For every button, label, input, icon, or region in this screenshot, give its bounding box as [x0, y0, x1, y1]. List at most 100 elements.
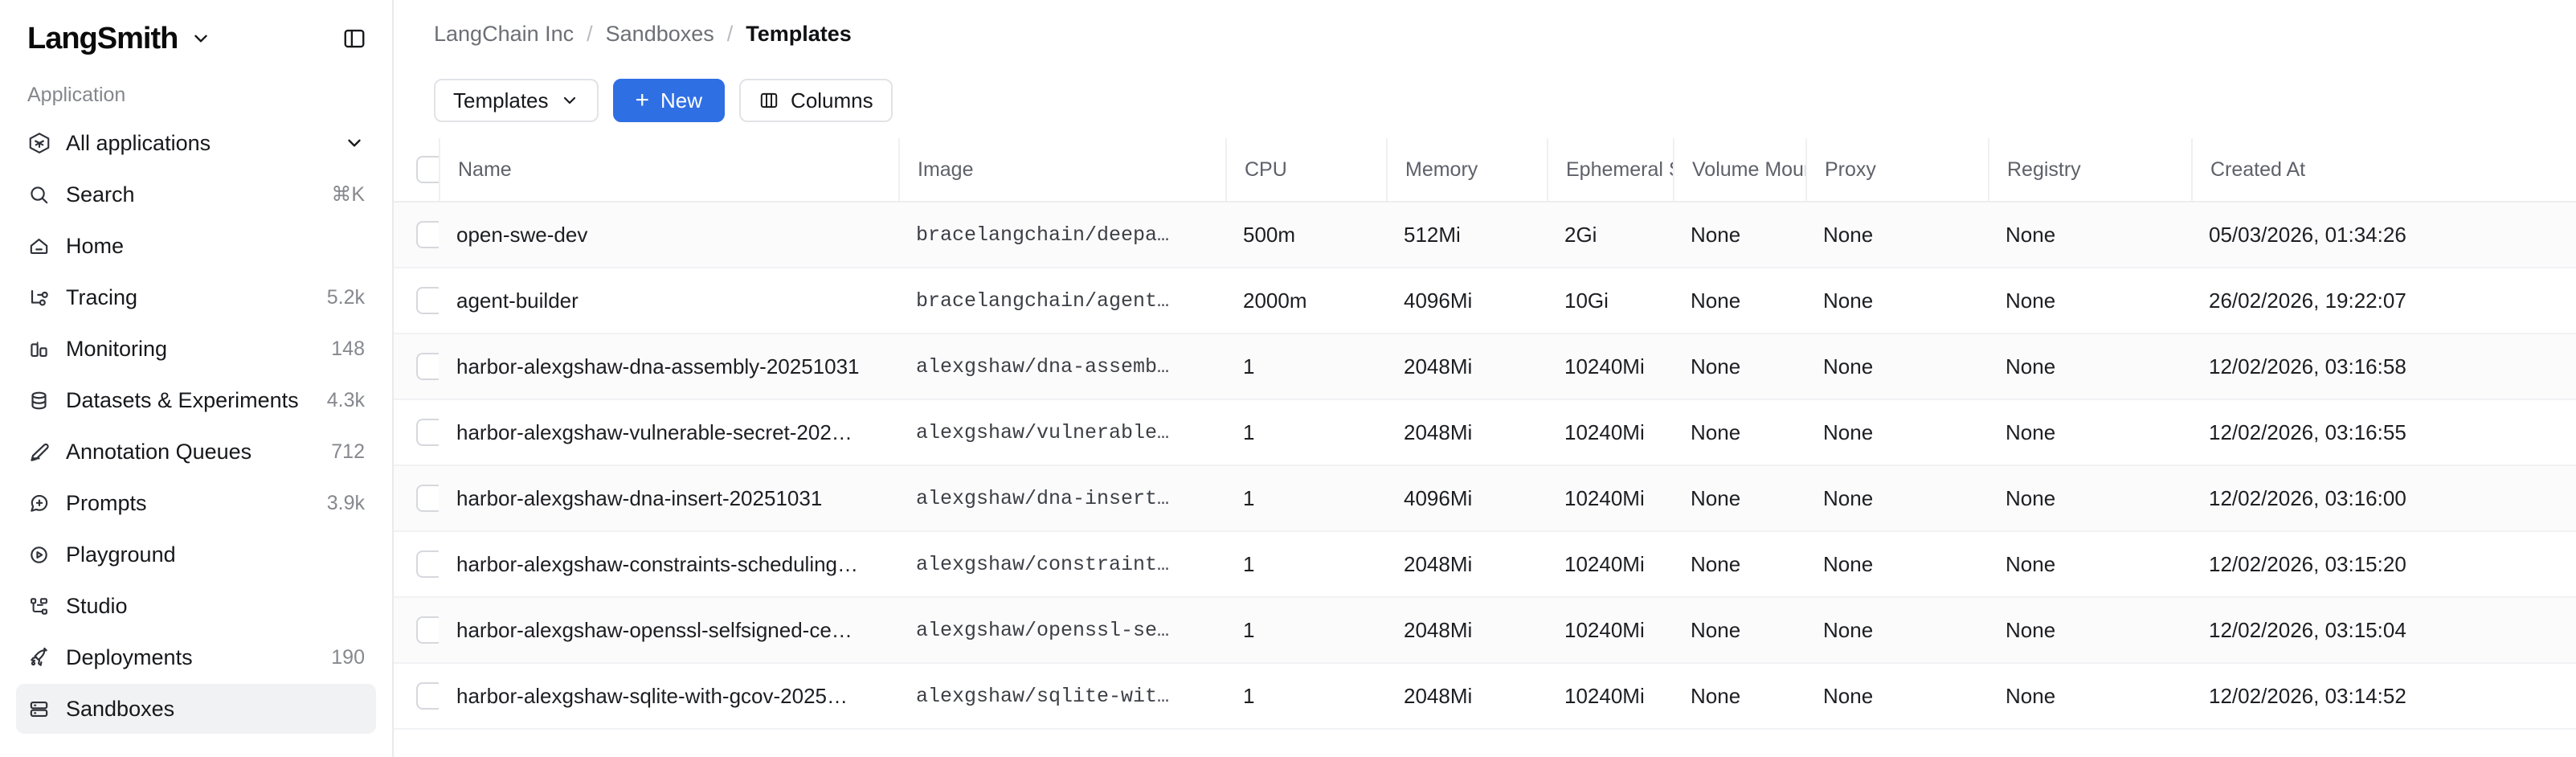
sidebar-item-label: Playground: [66, 542, 176, 567]
breadcrumb-item-sandboxes[interactable]: Sandboxes: [605, 21, 714, 46]
cell-volume-mounts: None: [1691, 551, 1741, 576]
cell-proxy: None: [1823, 683, 1874, 708]
cell-registry: None: [2006, 288, 2056, 313]
columns-icon: [758, 90, 779, 111]
sidebar-item-prompts[interactable]: Prompts 3.9k: [16, 478, 376, 528]
cell-memory: 2048Mi: [1404, 683, 1473, 708]
row-checkbox-cell: [394, 268, 439, 333]
cell-registry: None: [2006, 419, 2056, 444]
chevron-down-icon[interactable]: [190, 28, 211, 49]
cell-name: harbor-alexgshaw-dna-assembly-20251031: [456, 354, 860, 378]
breadcrumb-separator: /: [726, 21, 734, 46]
sidebar-item-label: Datasets & Experiments: [66, 387, 299, 412]
column-header-memory[interactable]: Memory: [1386, 138, 1547, 201]
column-header-ephemeral-storage[interactable]: Ephemeral Storage: [1547, 138, 1673, 201]
cell-image: bracelangchain/deepa…: [916, 223, 1170, 247]
sidebar-item-annotation-queues[interactable]: Annotation Queues 712: [16, 427, 376, 477]
row-checkbox[interactable]: [416, 221, 439, 248]
sidebar-item-label: Annotation Queues: [66, 439, 252, 464]
row-checkbox-cell: [394, 203, 439, 267]
row-checkbox[interactable]: [416, 287, 439, 314]
row-checkbox[interactable]: [416, 550, 439, 578]
table-row[interactable]: harbor-alexgshaw-constraints-scheduling……: [394, 532, 2576, 598]
main-content: LangChain Inc / Sandboxes / Templates Te…: [394, 0, 2576, 757]
sidebar-item-label: Prompts: [66, 490, 147, 515]
cell-volume-mounts: None: [1691, 683, 1741, 708]
column-header-registry[interactable]: Registry: [1988, 138, 2191, 201]
sidebar-item-deployments[interactable]: Deployments 190: [16, 632, 376, 682]
sidebar-item-tracing[interactable]: Tracing 5.2k: [16, 272, 376, 322]
cell-ephemeral-storage: 10240Mi: [1564, 617, 1645, 642]
cell-proxy: None: [1823, 551, 1874, 576]
cell-created-at: 12/02/2026, 03:15:20: [2209, 551, 2406, 576]
column-header-image[interactable]: Image: [898, 138, 1225, 201]
cell-ephemeral-storage: 10240Mi: [1564, 485, 1645, 510]
templates-scope-dropdown[interactable]: Templates: [434, 79, 599, 122]
cell-proxy: None: [1823, 222, 1874, 247]
chevron-down-icon[interactable]: [344, 133, 365, 153]
cell-cpu: 1: [1243, 617, 1255, 642]
cell-name: harbor-alexgshaw-sqlite-with-gcov-2025…: [456, 683, 848, 708]
sidebar-item-studio[interactable]: Studio: [16, 581, 376, 631]
table-row[interactable]: harbor-alexgshaw-vulnerable-secret-202… …: [394, 400, 2576, 466]
chevron-down-icon: [560, 91, 579, 110]
row-checkbox[interactable]: [416, 616, 439, 644]
sidebar-item-playground[interactable]: Playground: [16, 530, 376, 579]
sidebar-item-all-applications[interactable]: All applications: [16, 118, 376, 168]
cell-ephemeral-storage: 10Gi: [1564, 288, 1609, 313]
row-checkbox-cell: [394, 400, 439, 464]
cell-memory: 2048Mi: [1404, 354, 1473, 378]
sidebar-item-datasets-experiments[interactable]: Datasets & Experiments 4.3k: [16, 375, 376, 425]
row-checkbox-cell: [394, 598, 439, 662]
brand-title: LangSmith: [27, 21, 178, 55]
rocket-icon: [27, 646, 59, 669]
toolbar: Templates + New Columns: [394, 68, 2576, 130]
cell-ephemeral-storage: 10240Mi: [1564, 419, 1645, 444]
cell-memory: 2048Mi: [1404, 419, 1473, 444]
sidebar-item-home[interactable]: Home: [16, 221, 376, 271]
row-checkbox[interactable]: [416, 419, 439, 446]
cell-ephemeral-storage: 10240Mi: [1564, 683, 1645, 708]
column-header-volume-mounts[interactable]: Volume Mounts: [1673, 138, 1805, 201]
column-header-cpu[interactable]: CPU: [1225, 138, 1386, 201]
sidebar-item-count: 5.2k: [326, 285, 365, 309]
cell-ephemeral-storage: 2Gi: [1564, 222, 1597, 247]
table-row[interactable]: harbor-alexgshaw-dna-insert-20251031 ale…: [394, 466, 2576, 532]
cell-registry: None: [2006, 354, 2056, 378]
row-checkbox[interactable]: [416, 485, 439, 512]
new-button[interactable]: + New: [612, 79, 726, 122]
sidebar-item-monitoring[interactable]: Monitoring 148: [16, 324, 376, 374]
sidebar-item-count: 190: [331, 645, 365, 669]
column-header-name[interactable]: Name: [439, 138, 898, 201]
cell-cpu: 1: [1243, 551, 1255, 576]
cell-proxy: None: [1823, 288, 1874, 313]
column-header-proxy[interactable]: Proxy: [1805, 138, 1988, 201]
toggle-sidebar-icon[interactable]: [342, 27, 366, 51]
table-row[interactable]: harbor-alexgshaw-dna-assembly-20251031 a…: [394, 334, 2576, 400]
cell-cpu: 2000m: [1243, 288, 1307, 313]
row-checkbox[interactable]: [416, 682, 439, 710]
table-row[interactable]: harbor-alexgshaw-sqlite-with-gcov-2025… …: [394, 664, 2576, 730]
breadcrumb-item-org[interactable]: LangChain Inc: [434, 21, 574, 46]
table-row[interactable]: open-swe-dev bracelangchain/deepa… 500m …: [394, 203, 2576, 268]
table-row[interactable]: harbor-alexgshaw-openssl-selfsigned-ce… …: [394, 598, 2576, 664]
cell-created-at: 12/02/2026, 03:15:04: [2209, 617, 2406, 642]
cell-image: alexgshaw/constraint…: [916, 552, 1170, 576]
select-all-checkbox[interactable]: [416, 156, 439, 183]
row-checkbox[interactable]: [416, 353, 439, 380]
column-header-created-at[interactable]: Created At: [2191, 138, 2576, 201]
cell-image: alexgshaw/dna-assemb…: [916, 354, 1170, 378]
brand-row: LangSmith: [16, 0, 376, 77]
sidebar-item-count: 148: [331, 337, 365, 360]
cell-image: alexgshaw/dna-insert…: [916, 486, 1170, 510]
cell-image: alexgshaw/openssl-se…: [916, 618, 1170, 642]
table-row[interactable]: agent-builder bracelangchain/agent… 2000…: [394, 268, 2576, 334]
cell-cpu: 1: [1243, 419, 1255, 444]
row-checkbox-cell: [394, 664, 439, 728]
sidebar-item-sandboxes[interactable]: Sandboxes: [16, 684, 376, 734]
sidebar-item-search[interactable]: Search ⌘K: [16, 170, 376, 219]
sidebar-item-count: 712: [331, 440, 365, 463]
columns-button[interactable]: Columns: [739, 79, 893, 122]
cell-name: harbor-alexgshaw-constraints-scheduling…: [456, 551, 859, 576]
message-plus-icon: [27, 492, 59, 515]
